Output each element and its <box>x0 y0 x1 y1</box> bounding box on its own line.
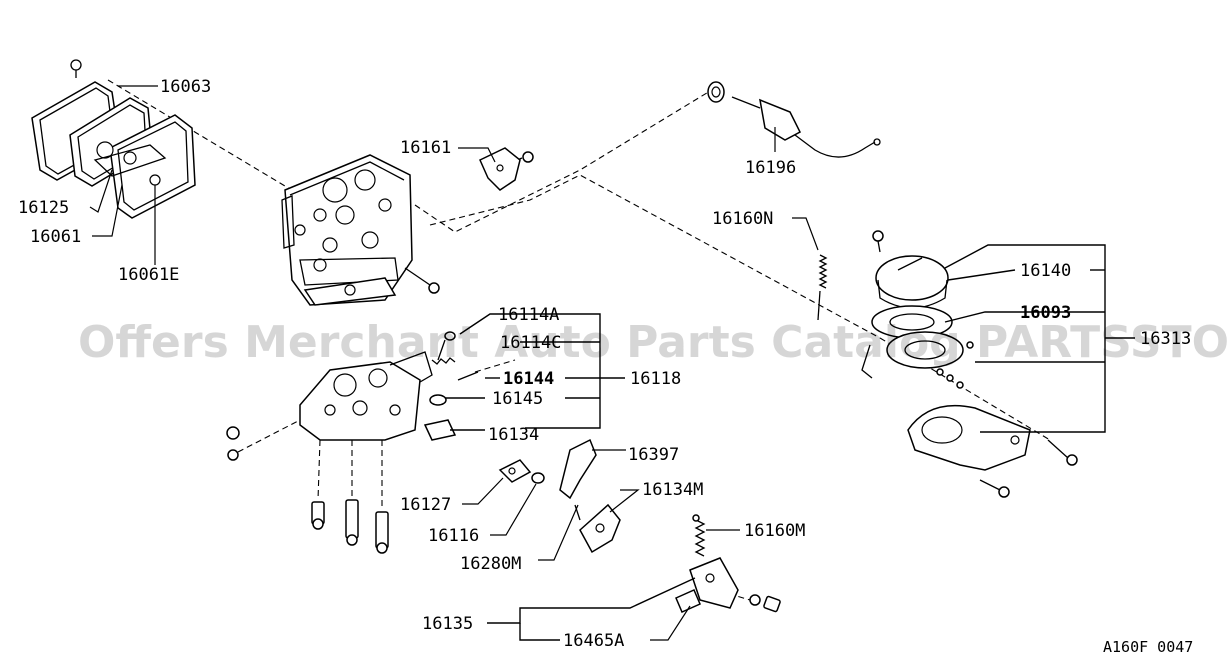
lever-16134M <box>579 503 621 554</box>
label-16134: 16134 <box>488 425 539 445</box>
label-16161: 16161 <box>400 138 451 158</box>
label-16397: 16397 <box>628 445 679 465</box>
throttle-chamber-screws <box>311 499 389 554</box>
label-16063: 16063 <box>160 77 211 97</box>
label-16114C: 16114C <box>500 333 561 353</box>
label-16116: 16116 <box>428 526 479 546</box>
label-16465A: 16465A <box>563 631 624 651</box>
label-16114A: 16114A <box>498 305 559 325</box>
label-16125: 16125 <box>18 198 69 218</box>
label-16145: 16145 <box>492 389 543 409</box>
throttle-chamber <box>226 351 433 461</box>
label-16160M: 16160M <box>744 521 805 541</box>
part-number-labels: 16063 16125 16061 16061E 16161 16196 161… <box>18 77 1191 651</box>
carburetor-main-body <box>281 154 413 306</box>
fuel-cut-solenoid-16196 <box>707 81 881 158</box>
bracket-16161 <box>479 147 521 191</box>
assembly-dashed-lines <box>107 79 1051 604</box>
label-16135: 16135 <box>422 614 473 634</box>
watermark-text: Offers Merchant Auto Parts Catalog PARTS… <box>78 317 1229 368</box>
label-16061E: 16061E <box>118 265 179 285</box>
label-16313: 16313 <box>1140 329 1191 349</box>
label-16140: 16140 <box>1020 261 1071 281</box>
spring-16160M <box>692 514 706 557</box>
diaphragm-assembly <box>861 230 1078 498</box>
label-16144: 16144 <box>503 369 554 389</box>
label-16127: 16127 <box>400 495 451 515</box>
label-16118: 16118 <box>630 369 681 389</box>
label-16061: 16061 <box>30 227 81 247</box>
label-16196: 16196 <box>745 158 796 178</box>
leader-lines <box>89 85 1135 641</box>
spring-16160N <box>817 254 828 321</box>
label-16160N: 16160N <box>712 209 773 229</box>
lever-assembly-16135 <box>675 557 781 613</box>
throttle-small-parts <box>423 331 479 441</box>
label-16280M: 16280M <box>460 554 521 574</box>
label-16134M: 16134M <box>642 480 703 500</box>
bracket-16397 <box>559 438 597 521</box>
float-chamber-cover-assembly <box>31 59 196 219</box>
link-parts-16127-16116 <box>498 459 545 484</box>
diagram-reference-code: A160F 0047 <box>1103 638 1193 656</box>
label-16093: 16093 <box>1020 303 1071 323</box>
